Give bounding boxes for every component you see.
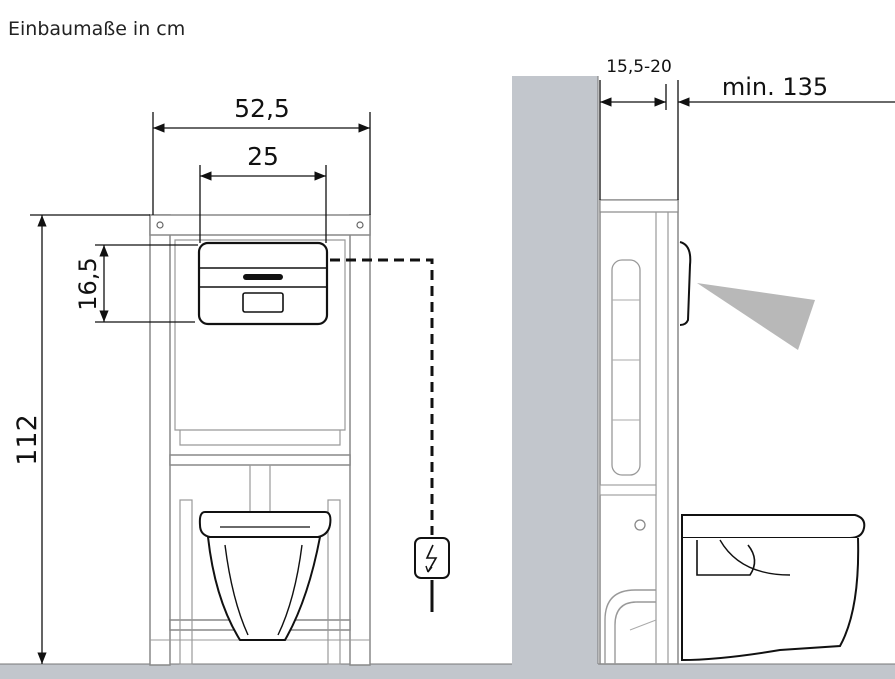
wall (512, 76, 598, 666)
sensor-beam (697, 283, 815, 350)
dimension-depth: 15,5-20 (599, 57, 679, 200)
label-width-plate: 25 (247, 142, 279, 171)
toilet-bowl-side (681, 514, 866, 662)
side-view: 15,5-20 min. 135 (512, 57, 895, 666)
installation-frame-side (599, 199, 679, 665)
dimension-plate-height: 16,5 (74, 244, 198, 323)
label-width-total: 52,5 (234, 94, 290, 123)
front-view: 52,5 25 16,5 112 (12, 94, 450, 666)
power-outlet-icon (414, 537, 450, 579)
dimension-width-total: 52,5 (152, 94, 371, 215)
floor (0, 664, 895, 679)
dimension-width-plate: 25 (199, 142, 327, 243)
label-distance-front: min. 135 (722, 73, 828, 101)
page-title: Einbaumaße in cm (8, 18, 186, 40)
flush-plate-side (679, 241, 692, 326)
dimension-total-height: 112 (12, 214, 150, 664)
label-total-height: 112 (12, 414, 43, 466)
label-depth: 15,5-20 (606, 57, 672, 77)
dimension-distance-front: min. 135 (678, 73, 895, 107)
power-cable (330, 258, 434, 612)
flush-plate (197, 241, 329, 326)
toilet-bowl-front (198, 511, 332, 641)
label-plate-height: 16,5 (74, 257, 102, 310)
